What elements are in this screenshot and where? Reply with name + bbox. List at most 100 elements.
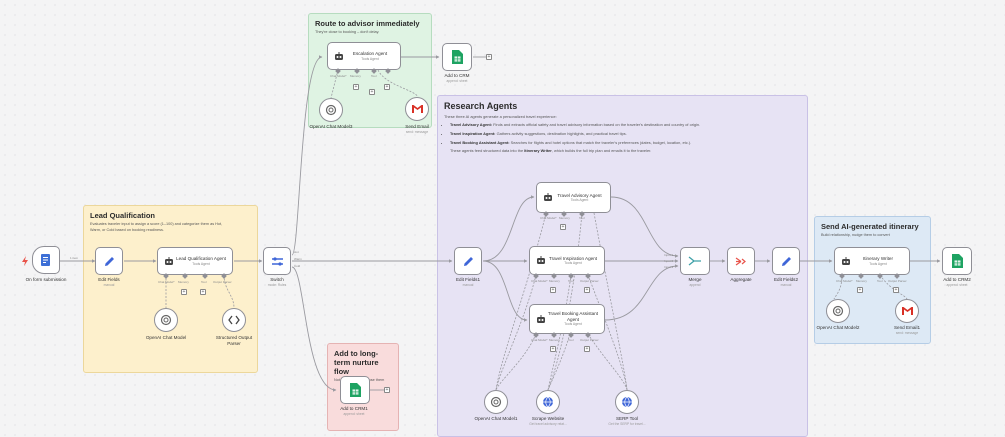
robot-icon xyxy=(842,256,850,265)
robot-icon xyxy=(544,193,552,201)
add-memory-button[interactable]: + xyxy=(560,224,566,230)
gmail-icon xyxy=(411,105,423,113)
openai-chat-model-node[interactable] xyxy=(154,308,178,332)
port-label-chat-model: Chat Model* xyxy=(158,280,175,284)
add-memory-button[interactable]: + xyxy=(550,346,556,352)
send-email-node[interactable] xyxy=(405,97,429,121)
add-next-node-button[interactable]: + xyxy=(384,387,390,393)
aggregate-node[interactable] xyxy=(727,247,755,275)
add-memory-button[interactable]: + xyxy=(550,287,556,293)
google-sheets-icon xyxy=(451,50,463,64)
agent-title: Lead Qualification Agent xyxy=(176,256,226,262)
edge-switch-hot xyxy=(291,55,323,256)
sticky-title: Send AI-generated itinerary xyxy=(821,222,919,231)
openai-icon xyxy=(160,314,172,326)
openai-chat-model2-node[interactable] xyxy=(826,299,850,323)
openai-chat-model2-label: OpenAI Chat Model2 xyxy=(816,325,860,330)
merge-input2-label: Input 2 xyxy=(664,259,674,263)
add-tool-button[interactable]: + xyxy=(200,289,206,295)
sticky-title: Research Agents xyxy=(444,101,518,111)
add-memory-button[interactable]: + xyxy=(353,84,359,90)
serp-tool-node[interactable] xyxy=(615,390,639,414)
robot-icon xyxy=(165,256,173,265)
edge-label-cold: Cold xyxy=(294,264,301,268)
aggregate-label: Aggregate xyxy=(730,277,752,282)
agent-title: Travel Advisory Agent xyxy=(557,192,602,198)
globe-icon xyxy=(543,396,553,408)
google-sheets-icon xyxy=(951,254,963,268)
add-output-button[interactable]: + xyxy=(384,84,390,90)
openai-icon xyxy=(832,305,844,317)
edit-fields2-node[interactable] xyxy=(772,247,800,275)
openai-icon xyxy=(325,104,337,116)
add-next-node-button[interactable]: + xyxy=(486,54,492,60)
add-memory-button[interactable]: + xyxy=(857,287,863,293)
edge-booking-merge xyxy=(604,264,679,321)
edit-fields1-node[interactable] xyxy=(454,247,482,275)
globe-icon xyxy=(622,396,632,408)
add-memory-button[interactable]: + xyxy=(181,289,187,295)
sticky-outro: These agents feed structured data into t… xyxy=(450,148,652,154)
sticky-research-agents[interactable]: Research Agents These three AI agents ge… xyxy=(437,95,808,437)
edit-fields-node[interactable] xyxy=(95,247,123,275)
trigger-bolt-icon xyxy=(22,256,28,266)
edge-edit2-advisory xyxy=(482,195,535,262)
add-to-crm-node[interactable] xyxy=(442,43,472,71)
sticky-text: They're close to booking – don't delay. xyxy=(315,30,380,34)
code-brackets-icon xyxy=(228,315,240,325)
switch-node[interactable] xyxy=(263,247,291,275)
pencil-icon xyxy=(781,256,791,266)
pencil-icon xyxy=(463,256,473,266)
port-label-tool: Tool xyxy=(201,280,207,284)
robot-icon xyxy=(537,314,545,323)
add-tool-button[interactable]: + xyxy=(369,89,375,95)
add-output-parser-button[interactable]: + xyxy=(893,287,899,293)
sticky-intro: These three AI agents generate a persona… xyxy=(444,113,557,119)
merge-node[interactable] xyxy=(680,247,710,275)
add-output-parser-button[interactable]: + xyxy=(584,287,590,293)
openai-chat-model3-node[interactable] xyxy=(319,98,343,122)
edge-label-hot: Hot xyxy=(294,250,299,254)
sticky-title: Route to advisor immediately xyxy=(315,19,420,28)
port-label-output-parser: Output Parser xyxy=(213,280,232,284)
form-icon xyxy=(41,254,50,266)
agent-title: Itinerary Writer xyxy=(862,256,894,262)
openai-chat-model1-node[interactable] xyxy=(484,390,508,414)
robot-icon xyxy=(537,256,545,264)
merge-input3-label: Input 3 xyxy=(664,265,674,269)
add-to-crm1-node[interactable] xyxy=(340,376,370,404)
agent-title: Escalation Agent xyxy=(352,51,388,57)
merge-input1-label: Input 1 xyxy=(664,253,674,257)
switch-icon xyxy=(271,256,283,266)
sticky-bullet-inspiration: Travel Inspiration Agent: Gathers activi… xyxy=(450,131,801,137)
send-email1-node[interactable] xyxy=(895,299,919,323)
gmail-icon xyxy=(901,307,913,315)
trigger-node[interactable] xyxy=(32,246,60,274)
structured-output-parser-node[interactable] xyxy=(222,308,246,332)
port-label-memory: Memory xyxy=(178,280,189,284)
add-output-parser-button[interactable]: + xyxy=(584,346,590,352)
edge-advisory-merge xyxy=(610,196,679,258)
sticky-lead-qualification[interactable]: Lead Qualification Evaluates traveler in… xyxy=(83,205,258,373)
sticky-send-itinerary[interactable]: Send AI-generated itinerary Build relati… xyxy=(814,216,931,344)
scrape-website-node[interactable] xyxy=(536,390,560,414)
sticky-bullet-booking: Travel Booking Assistant Agent: Searches… xyxy=(450,140,801,146)
add-to-crm2-node[interactable] xyxy=(942,247,972,275)
sticky-text: Build relationship, nudge them to conver… xyxy=(821,233,890,237)
openai-icon xyxy=(490,396,502,408)
